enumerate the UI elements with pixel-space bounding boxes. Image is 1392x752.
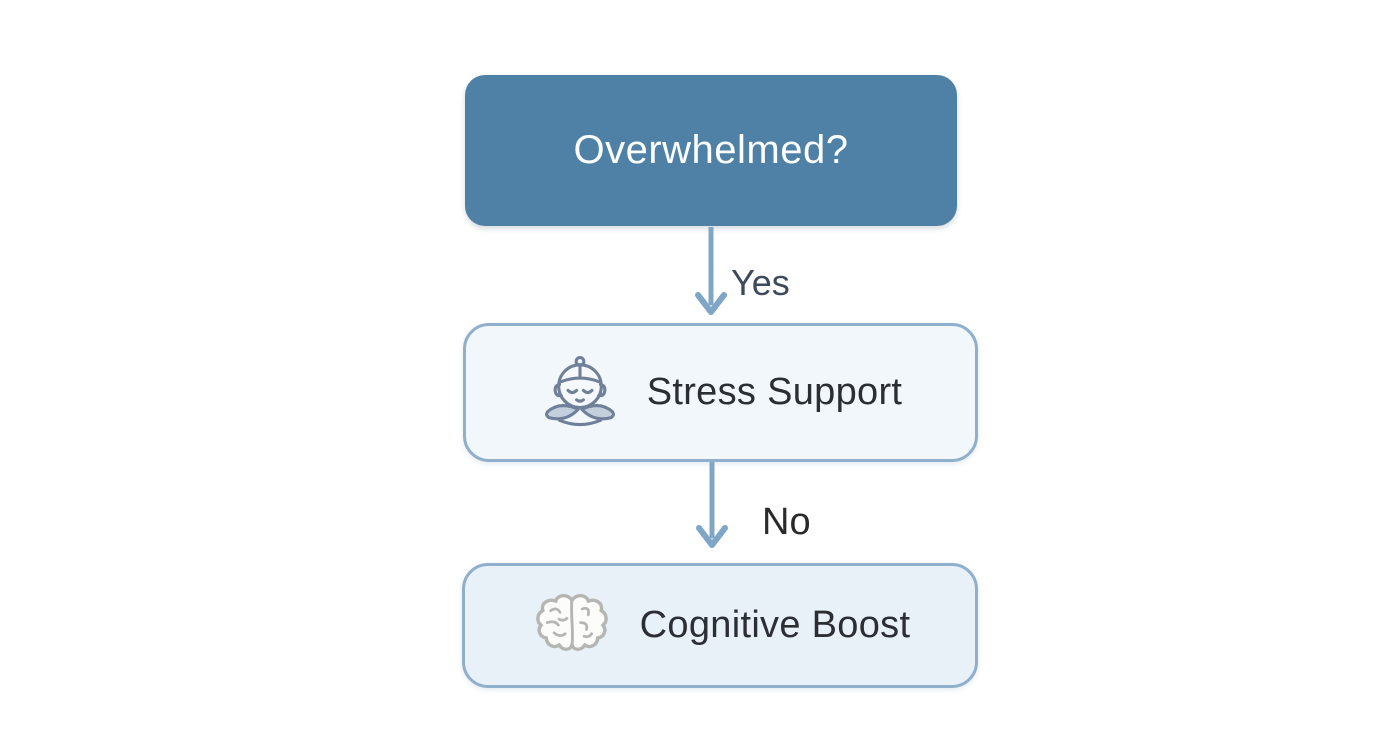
- node-cognitive-boost-label: Cognitive Boost: [639, 604, 911, 646]
- arrow-down-icon: [696, 462, 728, 548]
- edge-label-yes: Yes: [731, 262, 790, 303]
- edge-label-no: No: [762, 501, 811, 543]
- node-stress-support: Stress Support: [463, 323, 978, 462]
- brain-icon: [535, 593, 608, 651]
- meditation-icon: [544, 355, 615, 426]
- arrow-down-icon: [695, 227, 727, 315]
- node-overwhelmed: Overwhelmed?: [465, 75, 957, 226]
- node-stress-support-label: Stress Support: [646, 371, 903, 413]
- node-cognitive-boost: Cognitive Boost: [462, 563, 978, 688]
- node-overwhelmed-label: Overwhelmed?: [573, 128, 849, 172]
